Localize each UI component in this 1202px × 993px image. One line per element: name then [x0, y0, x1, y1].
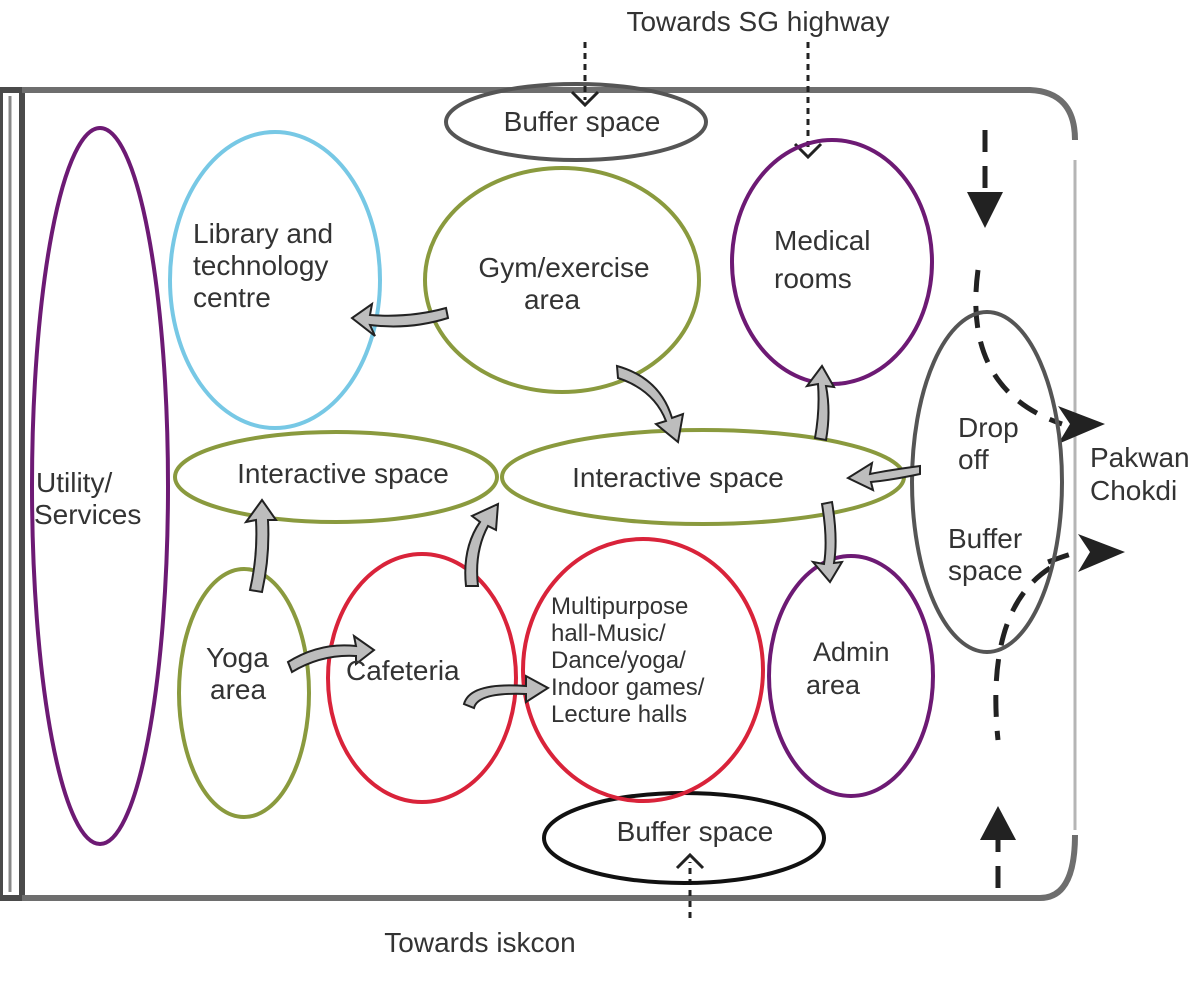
label-interactive-left: Interactive space: [237, 458, 449, 489]
approach-head-top-left-icon: [570, 90, 600, 108]
zone-yoga: [177, 567, 311, 819]
zone-gym: [423, 166, 701, 394]
label-utility-1: Utility/: [36, 467, 112, 498]
label-library-3: centre: [193, 282, 271, 313]
site-bottom-edge: [22, 834, 1078, 901]
label-admin-1: Admin: [813, 637, 890, 667]
label-medical-1: Medical: [774, 225, 870, 256]
label-yoga-2: area: [210, 674, 266, 705]
label-multipurpose-1: Multipurpose: [551, 593, 688, 620]
relationship-arrows: [243, 301, 921, 710]
road-label-iskcon: Towards iskcon: [384, 927, 575, 958]
zone-dropoff: [910, 310, 1064, 654]
arrow-cafeteria-to-interactive-icon: [464, 502, 500, 587]
vehicle-path-curve-bottom: [993, 565, 1052, 741]
site-boundary: [0, 87, 1078, 901]
label-buffer-top: Buffer space: [504, 106, 661, 137]
zone-medical: [730, 138, 934, 386]
zone-multipurpose: [521, 537, 765, 803]
label-dropoff-buffer-1: Buffer: [948, 523, 1022, 554]
label-medical-2: rooms: [774, 263, 852, 294]
arrow-interactive-to-admin-icon: [810, 500, 844, 584]
vehicle-paths: [967, 130, 1125, 890]
site-top-edge: [22, 87, 1078, 141]
arrow-gym-to-interactive-icon: [615, 364, 685, 444]
vehicle-head-entry-top-icon: [967, 192, 1003, 228]
zone-admin: [767, 554, 935, 798]
label-library-2: technology: [193, 250, 328, 281]
zone-utility: [30, 126, 170, 846]
label-multipurpose-2: hall-Music/: [551, 620, 666, 647]
road-label-chokdi: Chokdi: [1090, 475, 1177, 506]
label-dropoff-2: off: [958, 444, 989, 475]
label-utility-2: Services: [34, 499, 141, 530]
zone-buffer-top: [444, 82, 708, 162]
approach-head-bottom-icon: [675, 852, 705, 870]
label-admin-2: area: [806, 670, 861, 700]
arrow-interactive-to-medical-icon: [804, 364, 836, 442]
arrow-dropoff-to-interactive-icon: [845, 460, 921, 492]
label-yoga-1: Yoga: [206, 642, 269, 673]
label-dropoff-1: Drop: [958, 412, 1019, 443]
label-library-1: Library and: [193, 218, 333, 249]
arrow-yoga-to-interactive-icon: [243, 498, 278, 594]
arrow-yoga-to-cafeteria-icon: [286, 633, 376, 674]
vehicle-head-pakwan-bottom-icon: [1078, 534, 1125, 572]
vehicle-head-entry-bottom-icon: [980, 806, 1016, 840]
zone-interactive-left: [173, 430, 499, 524]
label-multipurpose-4: Indoor games/: [551, 674, 705, 701]
arrow-gym-to-library-icon: [350, 301, 450, 337]
vehicle-head-pakwan-top-icon: [1058, 406, 1105, 444]
label-multipurpose-3: Dance/yoga/: [551, 647, 686, 674]
zone-cafeteria: [326, 552, 518, 804]
vehicle-path-curve-top: [973, 269, 1063, 427]
zone-library: [168, 130, 382, 430]
label-multipurpose-5: Lecture halls: [551, 701, 687, 728]
label-interactive-center: Interactive space: [572, 462, 784, 493]
road-label-pakwan: Pakwan: [1090, 442, 1190, 473]
label-dropoff-buffer-2: space: [948, 555, 1023, 586]
arrow-cafeteria-to-multipurpose-icon: [462, 674, 550, 710]
label-buffer-bottom: Buffer space: [617, 816, 774, 847]
label-gym-1: Gym/exercise: [478, 252, 649, 283]
label-gym-2: area: [524, 284, 580, 315]
road-label-sg-highway: Towards SG highway: [626, 6, 889, 37]
label-cafeteria: Cafeteria: [346, 655, 460, 686]
